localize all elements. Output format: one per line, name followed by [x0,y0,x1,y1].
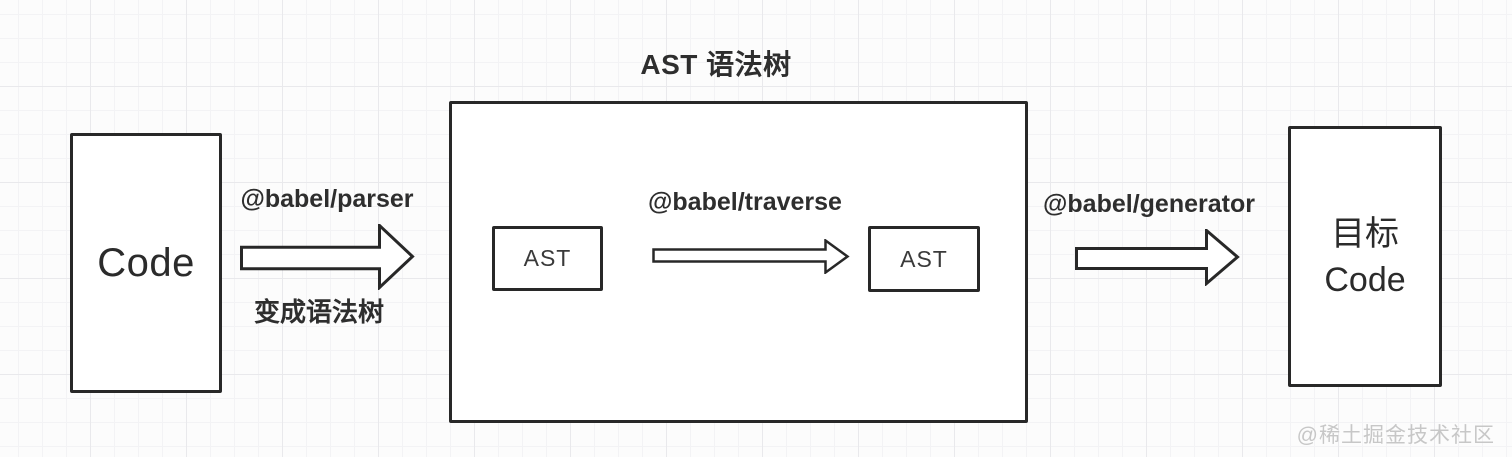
ast-box-right: AST [868,226,980,292]
target-code-box: 目标 Code [1288,126,1442,387]
source-code-label: Code [97,240,195,285]
generator-arrow-label: @babel/generator [1043,190,1255,218]
source-code-box: Code [70,133,222,393]
ast-right-label: AST [900,245,948,272]
target-code-label-line1: 目标 [1331,214,1399,253]
traverse-arrow-label: @babel/traverse [648,188,842,216]
target-code-label-line2: Code [1324,260,1406,299]
watermark-text: @稀土掘金技术社区 [1296,424,1495,447]
ast-left-label: AST [523,245,572,271]
right-arrow-icon [1075,229,1240,286]
right-arrow-icon [652,239,850,274]
parser-arrow-label: @babel/parser [240,185,414,213]
parser-arrow-sublabel: 变成语法树 [253,297,384,327]
ast-box-left: AST [492,226,603,291]
right-arrow-icon [240,224,415,290]
diagram-title: AST 语法树 [640,49,792,80]
